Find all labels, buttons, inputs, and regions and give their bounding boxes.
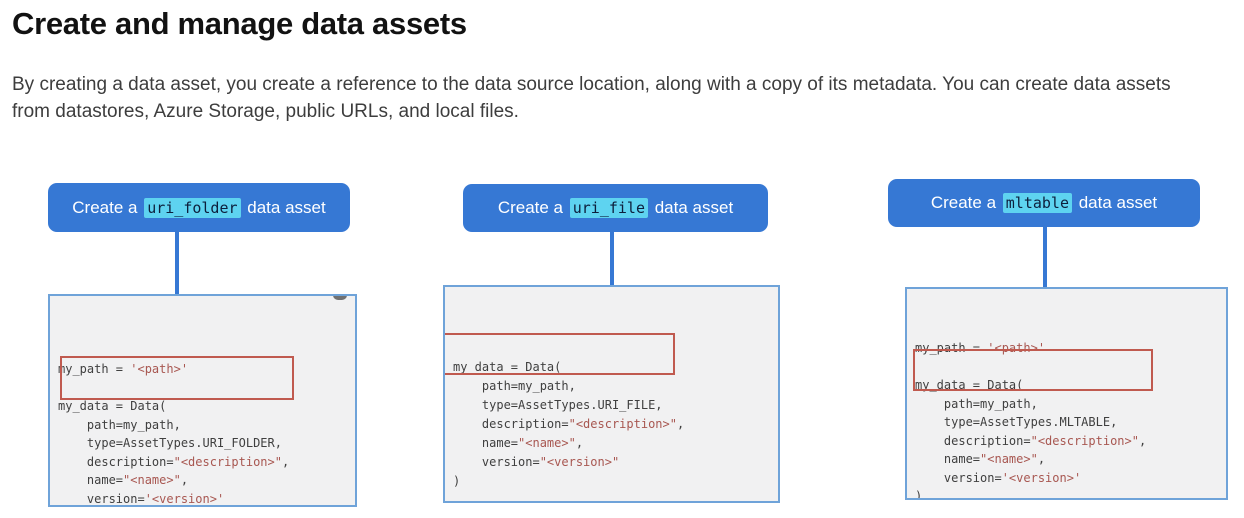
code-line: name="<name>", (915, 452, 1046, 466)
code-line (453, 491, 778, 501)
code-line: path=my_path, (915, 396, 1038, 411)
annotation-box-mltable (913, 349, 1153, 391)
connector-line-mltable (1043, 226, 1047, 288)
code-highlight-mltable: mltable (1002, 193, 1072, 213)
code-line: my_path = '<path>' (915, 341, 1046, 355)
code-line: version='<version>' (915, 470, 1082, 485)
code-line: description="<description>", (58, 454, 290, 469)
code-line: ) (915, 489, 923, 500)
banner-text-prefix: Create a (72, 197, 143, 217)
page-title: Create and manage data assets (12, 6, 467, 41)
annotation-box-uri-folder (60, 356, 294, 400)
code-line: name="<name>", (58, 473, 189, 487)
banner-uri-file: Create a uri_file data asset (463, 184, 768, 232)
connector-line-uri-file (610, 231, 614, 286)
code-line: version="<version>" (453, 455, 620, 469)
banner-uri-folder: Create a uri_folder data asset (48, 183, 350, 232)
code-line: my_path = '<path>' (58, 362, 189, 376)
banner-text-suffix: data asset (1073, 193, 1158, 212)
code-line: path=my_path, (453, 379, 576, 393)
code-line: type=AssetTypes.URI_FOLDER, (58, 436, 282, 450)
code-highlight-uri-file: uri_file (569, 198, 648, 218)
code-line: version='<version>' (58, 491, 225, 506)
code-highlight-uri-folder: uri_folder (144, 197, 241, 218)
screenshot-artifact-mark (333, 296, 347, 300)
code-block-uri-file: my_data = Data( path=my_path, type=Asset… (443, 285, 780, 503)
connector-line-uri-folder (175, 231, 179, 295)
code-block-mltable: my_path = '<path>' my_data = Data( path=… (905, 287, 1228, 500)
code-line: description="<description>", (453, 417, 685, 431)
annotation-box-uri-file (445, 333, 675, 375)
code-line: my_data = Data( (58, 399, 167, 413)
banner-mltable: Create a mltable data asset (888, 179, 1200, 227)
code-line: path=my_path, (58, 417, 181, 432)
code-line: my_data = Data( (453, 360, 562, 374)
intro-paragraph: By creating a data asset, you create a r… (12, 74, 1171, 122)
banner-text-prefix: Create a (497, 198, 568, 217)
code-line: my_data = Data( (915, 378, 1024, 392)
code-line: type=AssetTypes.URI_FILE, (453, 398, 663, 412)
code-line: name="<name>", (453, 436, 584, 450)
banner-text-prefix: Create a (930, 193, 1001, 212)
code-line: ) (453, 474, 461, 488)
code-line: description="<description>", (915, 433, 1147, 448)
banner-text-suffix: data asset (242, 197, 326, 217)
code-block-uri-folder: my_path = '<path>' my_data = Data( path=… (48, 294, 357, 507)
code-line: type=AssetTypes.MLTABLE, (915, 415, 1118, 429)
banner-text-suffix: data asset (650, 198, 734, 217)
